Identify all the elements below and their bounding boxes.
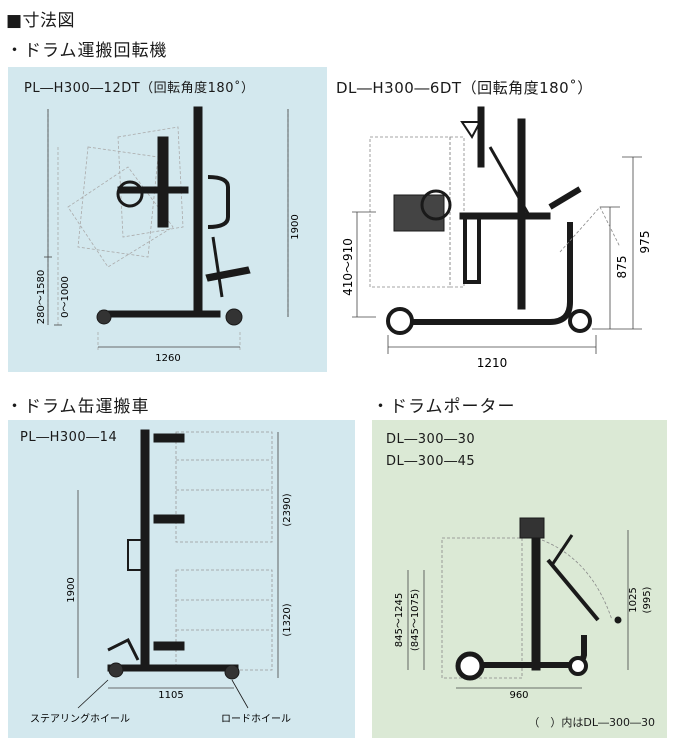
dim-dl6-h2: 975 xyxy=(638,231,652,254)
panel-pl-h300-14: PL―H300―14 19 xyxy=(8,420,355,738)
dim-pl14-upper: (2390) xyxy=(282,493,293,526)
dim-dl-height: 1025 xyxy=(628,587,639,612)
model-label-dl6: DL―H300―6DT（回転角度180˚） xyxy=(336,79,593,97)
dim-pl12-lift-upper: 280～1580 xyxy=(36,270,47,325)
dim-dl6-lift: 410～910 xyxy=(341,238,355,296)
dim-dl6-h1: 875 xyxy=(615,256,629,279)
pl14-drawing: 1900 (2390) (1320) 1105 ステアリングホイール ロードホイ… xyxy=(30,429,293,725)
dim-dl-height-alt: (995) xyxy=(642,586,653,613)
panel-pl-h300-12dt: PL―H300―12DT（回転角度180˚） xyxy=(8,67,327,372)
section-heading-can-carrier: ・ドラム缶運搬車 xyxy=(6,397,150,417)
pl12-drawing: 1900 280～1580 0～1000 1260 xyxy=(36,106,301,364)
dim-dl-length: 960 xyxy=(509,690,528,701)
model-label-dl45: DL―300―45 xyxy=(386,454,476,469)
section-heading-porter: ・ドラムポーター xyxy=(372,397,516,417)
model-label-pl12: PL―H300―12DT（回転角度180˚） xyxy=(24,81,255,96)
label-steering-wheel: ステアリングホイール xyxy=(30,712,130,725)
footnote-dl30: （ ）内はDL―300―30 xyxy=(528,716,655,729)
label-load-wheel: ロードホイール xyxy=(221,713,291,725)
dim-pl14-mid: (1320) xyxy=(282,603,293,636)
page-title: ■寸法図 xyxy=(6,11,76,31)
dim-pl12-length: 1260 xyxy=(155,353,180,364)
dim-pl14-length: 1105 xyxy=(158,690,183,701)
dim-pl12-height: 1900 xyxy=(290,214,301,239)
panel-dl-h300-6dt: DL―H300―6DT（回転角度180˚） xyxy=(330,67,675,372)
dim-dl6-length: 1210 xyxy=(477,356,508,370)
dim-pl12-lift-lower: 0～1000 xyxy=(60,276,71,318)
model-label-dl30: DL―300―30 xyxy=(386,432,476,447)
dl6-drawing: 410～910 875 975 1210 xyxy=(341,106,652,370)
dim-pl14-height: 1900 xyxy=(66,577,77,602)
dim-dl-lift-alt: (845～1075) xyxy=(410,589,421,651)
dim-dl-lift: 845～1245 xyxy=(394,593,405,648)
model-label-pl14: PL―H300―14 xyxy=(20,430,118,445)
panel-dl-300: DL―300―30 DL―300―45 845～1245 (845～1075) … xyxy=(372,420,667,738)
section-heading-rotation: ・ドラム運搬回転機 xyxy=(6,41,168,61)
dl-drawing: 845～1245 (845～1075) 1025 (995) 960 xyxy=(394,517,653,701)
